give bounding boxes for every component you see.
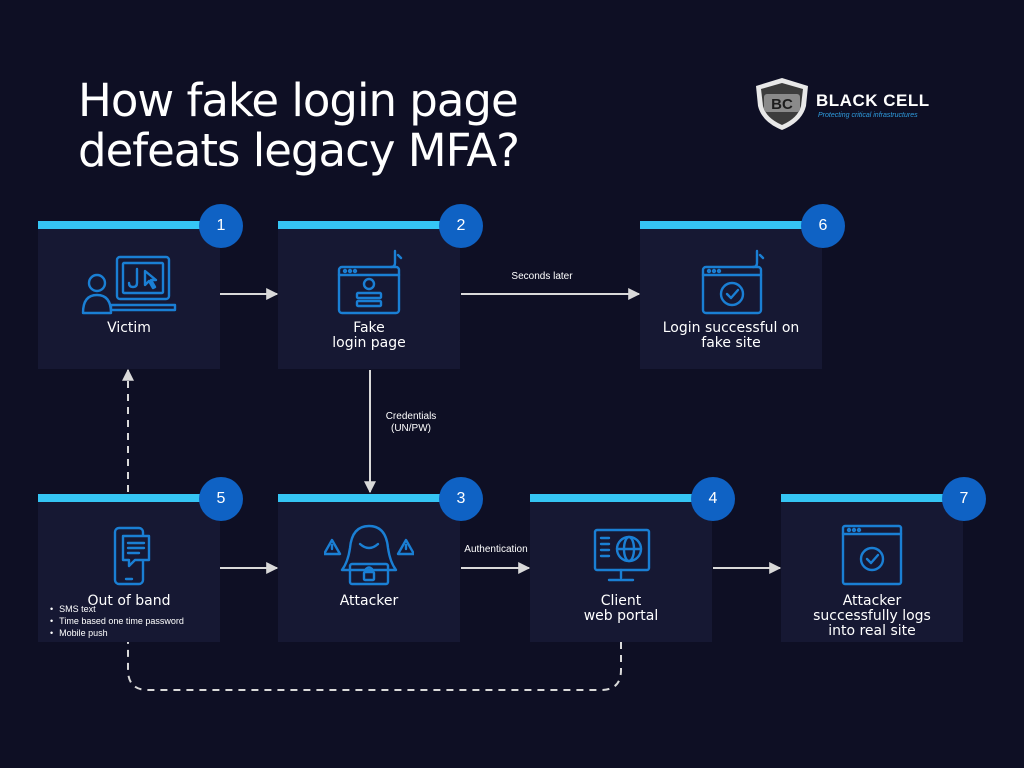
node-attacker: Attacker — [278, 494, 460, 642]
step-badge-6: 6 — [801, 204, 845, 248]
logo-name: BLACK CELL — [816, 91, 930, 110]
web-portal-monitor-icon — [530, 522, 712, 592]
dashed-path-portal-to-oob — [127, 642, 622, 691]
node-label-attacker-real-login: Attacker successfully logs into real sit… — [813, 593, 931, 639]
node-login-successful-fake-site: Login successful on fake site — [640, 221, 822, 369]
node-label-client-web-portal: Client web portal — [583, 593, 659, 624]
node-fake-login-page: Fake login page — [278, 221, 460, 369]
shield-logo-icon: BC — [756, 78, 808, 130]
step-badge-7: 7 — [942, 477, 986, 521]
node-label-fake-login-page: Fake login page — [332, 320, 406, 351]
step-badge-2: 2 — [439, 204, 483, 248]
user-laptop-phishing-icon — [38, 249, 220, 319]
title-line-2: defeats legacy MFA? — [78, 124, 520, 177]
hacker-icon — [278, 522, 460, 592]
oob-method-sms: SMS text — [50, 603, 184, 615]
node-label-victim: Victim — [107, 320, 151, 336]
node-label-login-successful-fake-site: Login successful on fake site — [662, 320, 800, 351]
step-badge-4: 4 — [691, 477, 735, 521]
phone-message-icon — [38, 522, 220, 592]
step-badge-3: 3 — [439, 477, 483, 521]
node-label-attacker: Attacker — [339, 593, 399, 609]
black-cell-logo: BC BLACK CELL Protecting critical infras… — [752, 76, 952, 132]
browser-check-icon — [781, 522, 963, 592]
page-title: How fake login page defeats legacy MFA? — [78, 74, 520, 177]
edge-label-authentication: Authentication — [464, 544, 528, 555]
title-line-1: How fake login page — [78, 74, 519, 127]
logo-tagline: Protecting critical infrastructures — [818, 112, 918, 119]
edge-label-seconds-later: Seconds later — [511, 271, 573, 282]
node-victim: Victim — [38, 221, 220, 369]
browser-check-hook-icon — [640, 249, 822, 319]
logo-monogram: BC — [771, 96, 793, 113]
step-badge-5: 5 — [199, 477, 243, 521]
login-form-hook-icon — [278, 249, 460, 319]
node-attacker-real-login: Attacker successfully logs into real sit… — [781, 494, 963, 642]
oob-methods-list: SMS text Time based one time password Mo… — [50, 603, 184, 639]
oob-method-totp: Time based one time password — [50, 615, 184, 627]
oob-method-push: Mobile push — [50, 627, 184, 639]
step-badge-1: 1 — [199, 204, 243, 248]
node-client-web-portal: Client web portal — [530, 494, 712, 642]
edge-label-credentials: Credentials (UN/PW) — [385, 411, 437, 434]
